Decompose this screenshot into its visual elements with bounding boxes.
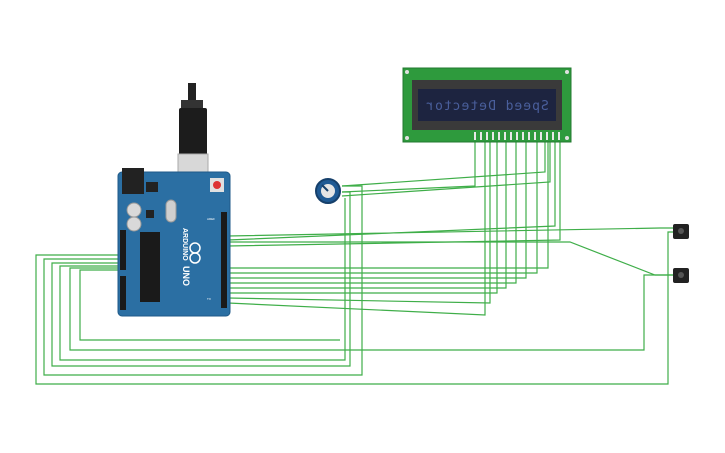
usb-cable-tip [188,83,196,101]
small-chip [146,210,154,218]
power-header[interactable] [120,230,126,270]
wire-gnd-loop[interactable] [35,231,680,385]
usb-plug [179,108,207,156]
potentiometer-knob-indicator [321,184,329,192]
wire-d9-lcd[interactable] [228,140,498,294]
wire-a0-loop[interactable] [59,198,346,361]
lcd-module[interactable]: Speed Detector [402,67,572,143]
pin-label-tx: TX [207,297,211,301]
arduino-model-text: UNO [181,266,191,286]
wire-pot-lcd-2[interactable] [341,140,476,193]
analog-header[interactable] [120,276,126,310]
wire-5v-loop[interactable] [43,185,363,376]
ir-sensor-1[interactable] [673,224,689,239]
wire-d2-lcd[interactable] [227,140,556,241]
digital-header[interactable] [221,212,227,308]
wire-a2-loop[interactable] [79,269,340,341]
pin-label-aref: AREF [207,217,215,221]
wire-pot-lcd-1[interactable] [341,140,546,187]
arduino-uno-board[interactable]: AREF TX ARDUINO UNO [117,83,231,317]
wire-d4-lcd[interactable] [228,140,549,269]
lcd-display-text: Speed Detector [425,99,549,114]
lcd-screen [418,89,556,121]
arduino-logo: ARDUINO UNO [181,228,201,286]
wire-d3-lcd[interactable] [227,140,561,247]
potentiometer[interactable] [315,178,341,204]
wire-pot-lcd-3[interactable] [341,140,551,197]
wire-sensor-1[interactable] [228,241,680,276]
atmega-chip [140,232,160,302]
arduino-logo-text: ARDUINO [181,228,188,261]
regulator [146,182,158,192]
wire-d8-lcd[interactable] [228,140,507,289]
wire-d6-lcd[interactable] [228,140,527,279]
wire-d5-lcd[interactable] [228,140,538,274]
reset-button[interactable] [213,181,221,189]
crystal [165,199,177,223]
wire-d11-lcd[interactable] [227,140,486,316]
ir-sensor-2[interactable] [673,268,689,283]
capacitor-1 [126,202,142,218]
wire-d10-lcd[interactable] [227,140,491,304]
wire-sensor-2[interactable] [227,227,680,237]
wire-d7-lcd[interactable] [228,140,517,284]
usb-cable-sleeve [181,100,203,108]
power-jack[interactable] [122,168,144,194]
lcd-pin-header[interactable] [474,132,560,140]
capacitor-2 [126,216,142,232]
wire-a1-loop[interactable] [69,267,680,351]
wires [35,140,680,385]
